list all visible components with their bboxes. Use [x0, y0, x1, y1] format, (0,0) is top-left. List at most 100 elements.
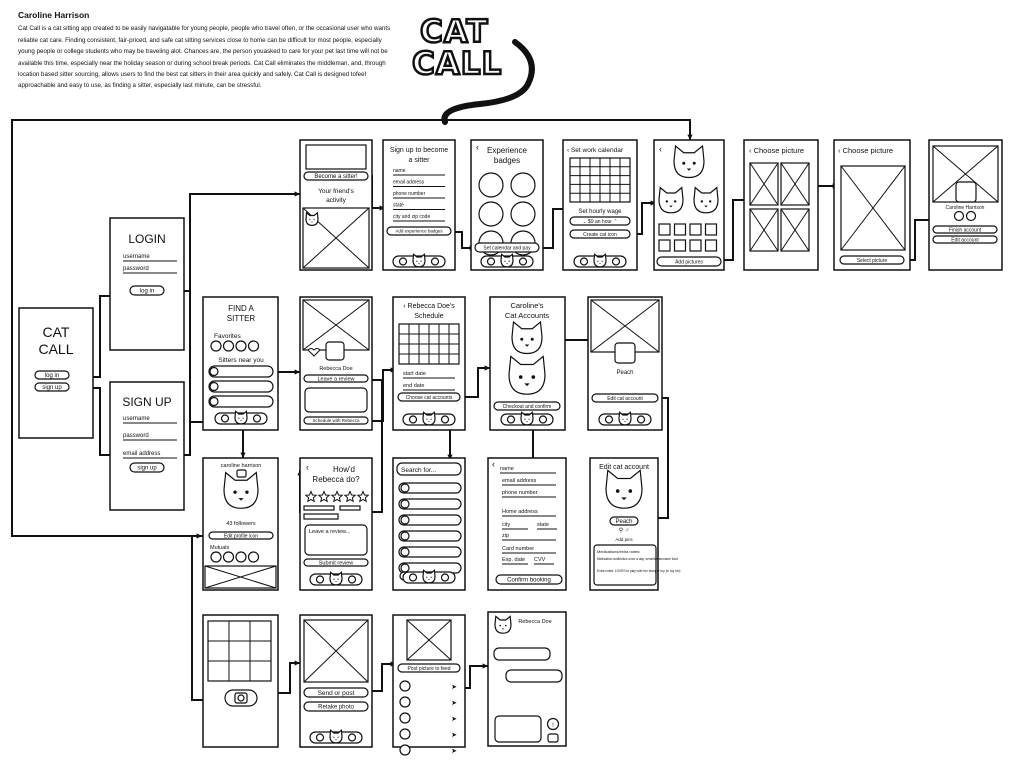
gender-icon: ⚲ ♂ [619, 527, 630, 534]
choose-cat-accounts-button[interactable]: Choose cat accounts [397, 392, 461, 402]
finish-account-button-shape [932, 225, 998, 234]
create-cat-icon-button-label: Create cat icon [583, 232, 617, 238]
star-icon [304, 490, 318, 503]
home-icon [506, 415, 516, 424]
edit-account-button[interactable]: Edit account [932, 235, 998, 244]
cat-nav-icon-nose [335, 581, 337, 583]
notes-medication: Medication antibiotics once a day, sensi… [597, 557, 678, 561]
edit-cat-account-button-label: Edit cat account [607, 396, 643, 402]
sitter-avatar [209, 366, 219, 377]
start-signup-button-label: sign up [42, 385, 62, 391]
checkout-email-field-label: email address [502, 478, 536, 484]
cat-icon-large-nose [686, 168, 692, 171]
choose-title: ‹ Choose picture [749, 146, 804, 155]
submit-review-button[interactable]: Submit review [303, 558, 369, 567]
message-bubble-in [493, 647, 551, 661]
search-icon [518, 257, 528, 266]
signup-email-field-label: email address [123, 451, 160, 457]
add-pics-label: Add pics [615, 537, 633, 542]
login-button-shape [129, 285, 165, 296]
arrow-camera-send [278, 662, 300, 694]
cat-accounts-title-1: Caroline's [510, 301, 543, 310]
result-avatar [400, 531, 410, 541]
mutual-slot [210, 551, 222, 563]
leave-review-button[interactable]: Leave a review [303, 374, 369, 383]
schedule-button-shape [303, 416, 369, 425]
select-picture-button[interactable]: Select picture [839, 255, 905, 265]
my-profile-cat-eye-right [245, 490, 249, 494]
checkout-confirm-button[interactable]: Checkout and confirm [493, 401, 561, 411]
edit-profile-icon-button[interactable]: Edit profile icon [208, 531, 274, 540]
signup-button[interactable]: sign up [129, 462, 165, 473]
review-textarea [304, 524, 368, 556]
edit-cat-icon-head [605, 469, 643, 509]
arrow-find-myprofile-head [240, 452, 246, 458]
picture-thumb [673, 239, 687, 252]
start-login-button[interactable]: log in [34, 370, 70, 380]
screen-post-feed: Post picture to feed➤➤➤➤➤ [392, 614, 466, 756]
start-login-button-label: log in [45, 373, 59, 379]
result-row [398, 530, 462, 542]
add-badges-button-shape [386, 226, 452, 236]
cat-icon-option-1-eye-right [674, 200, 677, 203]
add-pictures-button[interactable]: Add pictures [656, 256, 722, 267]
favorite-slot [210, 340, 222, 352]
choose-thumb [780, 162, 810, 206]
cat-nav-icon-nose [526, 421, 528, 423]
post-to-feed-button[interactable]: Post picture to feed [397, 663, 461, 673]
cat-nav-icon [412, 253, 426, 268]
profile-banner-diag-2 [302, 299, 370, 351]
finish-account-button[interactable]: Finish account [932, 225, 998, 234]
arrow-schedule-cats [459, 367, 490, 398]
cat-nav-icon-head [422, 411, 436, 426]
cat-icon-option-1-eye-left [665, 200, 668, 203]
start-title-1: CAT [43, 324, 70, 340]
cat-nav-icon-nose [624, 421, 626, 423]
feed-post-image [302, 207, 370, 269]
my-profile-cat-eye-left [233, 490, 237, 494]
checkout-card-field-label: Card number [502, 546, 534, 552]
choose-thumb [749, 208, 779, 252]
start-date-field-label: start date [403, 371, 426, 377]
retake-photo-button[interactable]: Retake photo [303, 701, 369, 712]
cat-nav-icon-nose [335, 739, 337, 741]
cat-icon-option-1-head [658, 186, 684, 214]
arrow-badges-calendar [541, 208, 568, 249]
send-post-button-label: Send or post [318, 690, 355, 697]
cat-nav-icon-head [329, 729, 343, 744]
camera-icon [547, 733, 559, 743]
sitter-field-2-label: phone number [393, 191, 426, 197]
send-post-button[interactable]: Send or post [303, 687, 369, 698]
add-badges-button[interactable]: Add experience badges [386, 226, 452, 236]
start-signup-button[interactable]: sign up [34, 382, 70, 392]
select-picture-button-label: Select picture [857, 258, 888, 264]
become-sitter-button[interactable]: Become a sitter! [303, 171, 369, 181]
cat-icon-option-2 [693, 186, 719, 214]
add-badges-button-label: Add experience badges [395, 229, 443, 234]
sitter-field-0-label: name [393, 168, 406, 174]
favorite-slot [247, 340, 260, 352]
cat-nav-icon-nose [240, 420, 242, 422]
friend-avatar [399, 680, 411, 692]
create-cat-icon-button[interactable]: Create cat icon [569, 229, 631, 239]
cat-nav-icon-eye-left [524, 418, 526, 420]
wage-stepper[interactable]: ⌄ $9 an hour ⌃ [569, 216, 631, 226]
edit-cat-account-button[interactable]: Edit cat account [591, 393, 659, 403]
set-calendar-button[interactable]: Set calendar and pay [474, 242, 540, 253]
favorites-label: Favorites [214, 333, 241, 340]
retake-photo-button-label: Retake photo [318, 705, 354, 711]
post-preview-diag-2 [406, 619, 452, 661]
confirm-booking-button[interactable]: Confirm booking [495, 574, 563, 585]
sitter-avatar [209, 381, 219, 392]
edit-cat-name[interactable]: Peach [609, 516, 639, 526]
arrow-post-chat-head [482, 663, 488, 669]
checkout-home-field-label: Home address [502, 509, 538, 515]
signup-button-shape [129, 462, 165, 473]
login-button[interactable]: log in [129, 285, 165, 296]
arrow-caticon-choose [723, 199, 750, 261]
schedule-button[interactable]: Schedule with Rebecca [303, 416, 369, 425]
checkout-zip-field-label: zip [502, 533, 509, 539]
